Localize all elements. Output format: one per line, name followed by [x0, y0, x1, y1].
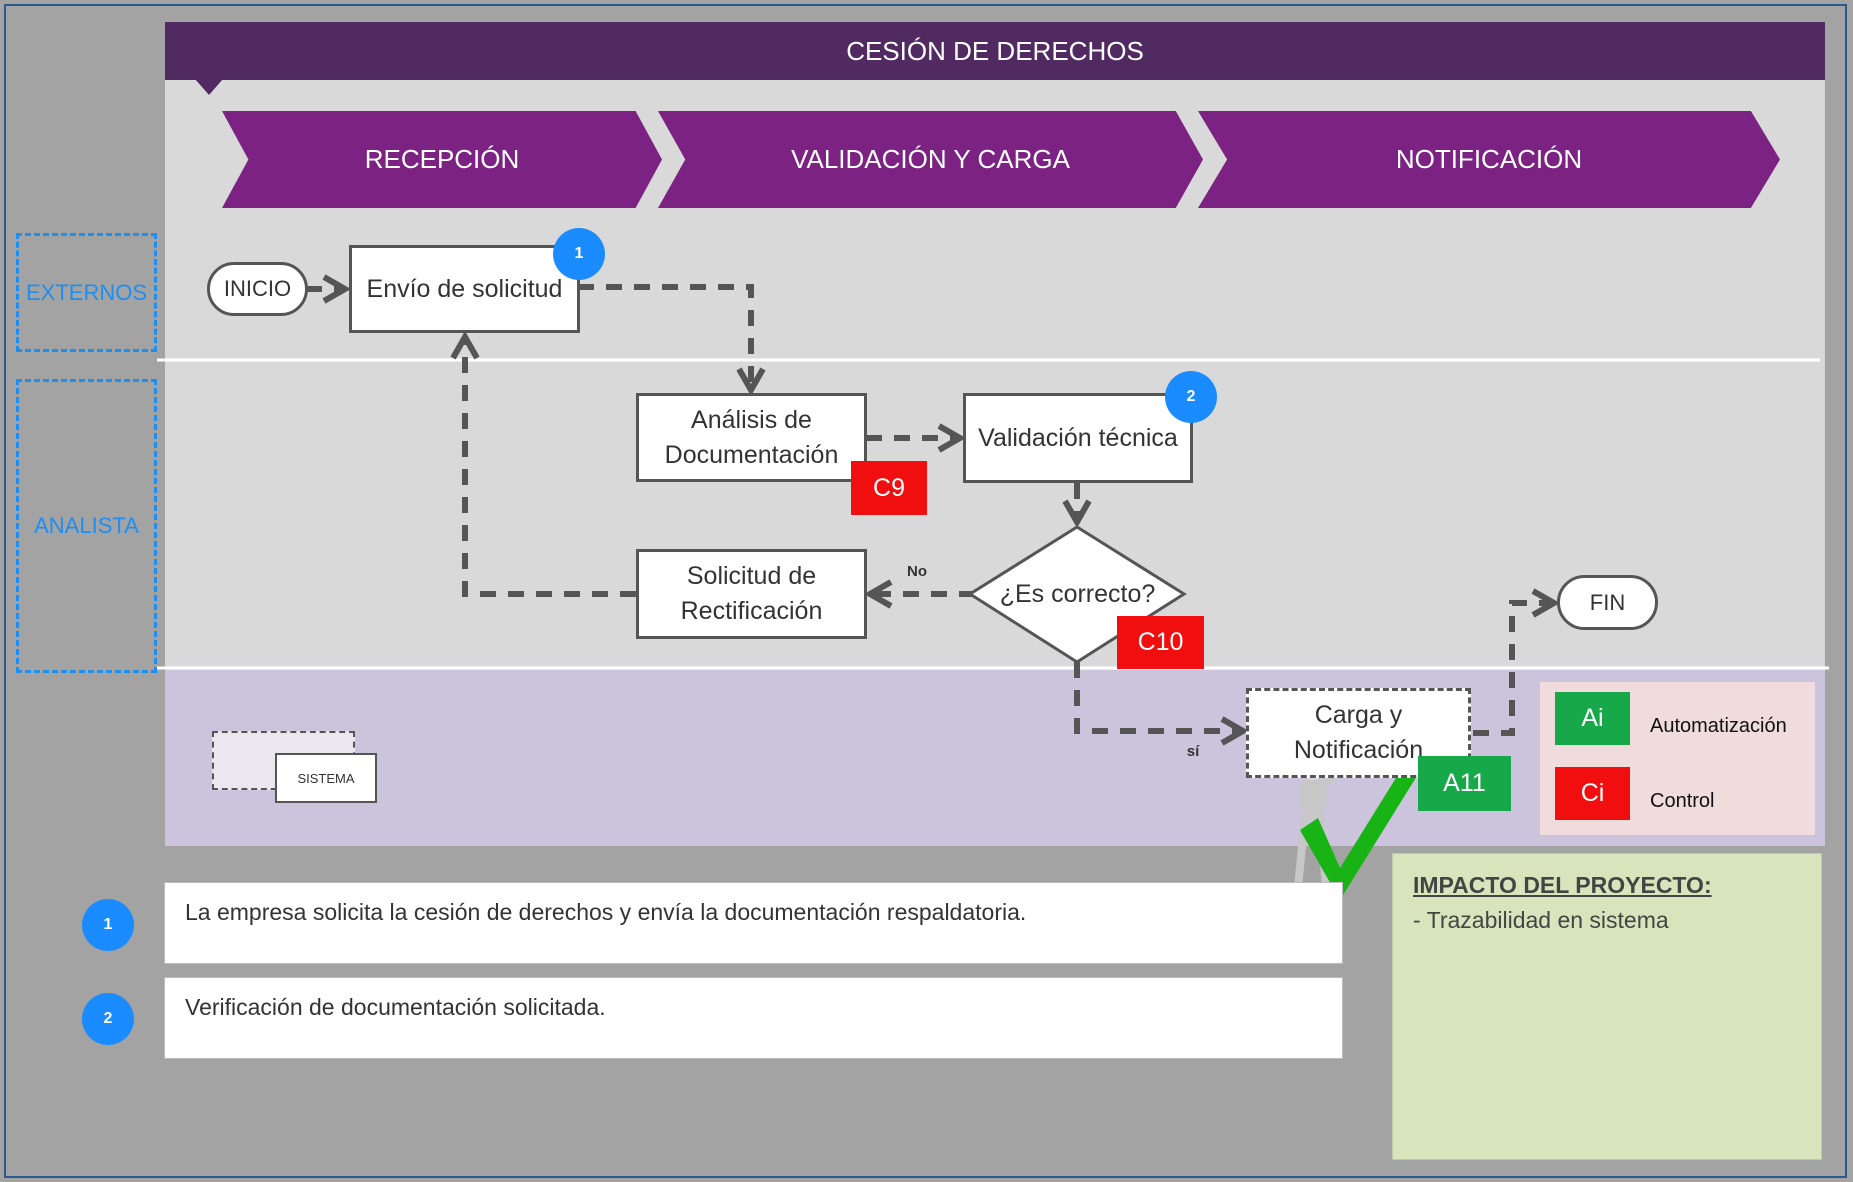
task-solicitud-rectificacion: Solicitud de Rectificación: [636, 549, 867, 639]
step-badge-1: 1: [553, 228, 605, 280]
note-badge-2: 2: [82, 993, 134, 1045]
edge-label-no: No: [907, 562, 927, 580]
page-title: CESIÓN DE DERECHOS: [165, 22, 1825, 80]
lane-analista: ANALISTA: [16, 379, 157, 673]
legend-automation-code: Ai: [1555, 692, 1630, 745]
legend-control-label: Control: [1650, 790, 1715, 812]
legend-control-code: Ci: [1555, 767, 1630, 820]
phase-recepcion: RECEPCIÓN: [222, 111, 662, 208]
step-badge-2: 2: [1165, 371, 1217, 423]
phase-validacion-y-carga: VALIDACIÓN Y CARGA: [658, 111, 1203, 208]
arrow-envio-analisis: [578, 284, 766, 397]
note-badge-1: 1: [82, 899, 134, 951]
control-tag-c10: C10: [1117, 616, 1204, 669]
system-lane-label: SISTEMA: [275, 753, 377, 803]
decision-diamond: [967, 525, 1187, 664]
decision-label: ¿Es correcto?: [999, 579, 1156, 608]
edge-label-si: sí: [1186, 742, 1200, 760]
note-2: Verificación de documentación solicitada…: [164, 977, 1343, 1059]
phase-notificacion: NOTIFICACIÓN: [1198, 111, 1780, 208]
arrow-rectificacion-envio: [450, 330, 636, 597]
legend-automation-label: Automatización: [1650, 715, 1787, 737]
task-carga-notificacion: Carga y Notificación: [1246, 688, 1471, 778]
impact-item: - Trazabilidad en sistema: [1413, 907, 1669, 933]
impact-title: IMPACTO DEL PROYECTO:: [1413, 872, 1712, 898]
start-node: INICIO: [207, 262, 308, 316]
task-envio-solicitud: Envío de solicitud: [349, 245, 580, 333]
impact-panel: IMPACTO DEL PROYECTO: - Trazabilidad en …: [1392, 853, 1822, 1160]
control-tag-c9: C9: [851, 461, 927, 515]
automation-tag-a11: A11: [1418, 756, 1511, 811]
end-node: FIN: [1557, 575, 1658, 630]
title-pointer: [195, 79, 223, 95]
lane-externos: EXTERNOS: [16, 233, 157, 352]
task-analisis-documentacion: Análisis de Documentación: [636, 393, 867, 482]
task-validacion-tecnica: Validación técnica: [963, 393, 1193, 483]
note-1: La empresa solicita la cesión de derecho…: [164, 882, 1343, 964]
arrow-decision-carga: [1074, 662, 1250, 746]
